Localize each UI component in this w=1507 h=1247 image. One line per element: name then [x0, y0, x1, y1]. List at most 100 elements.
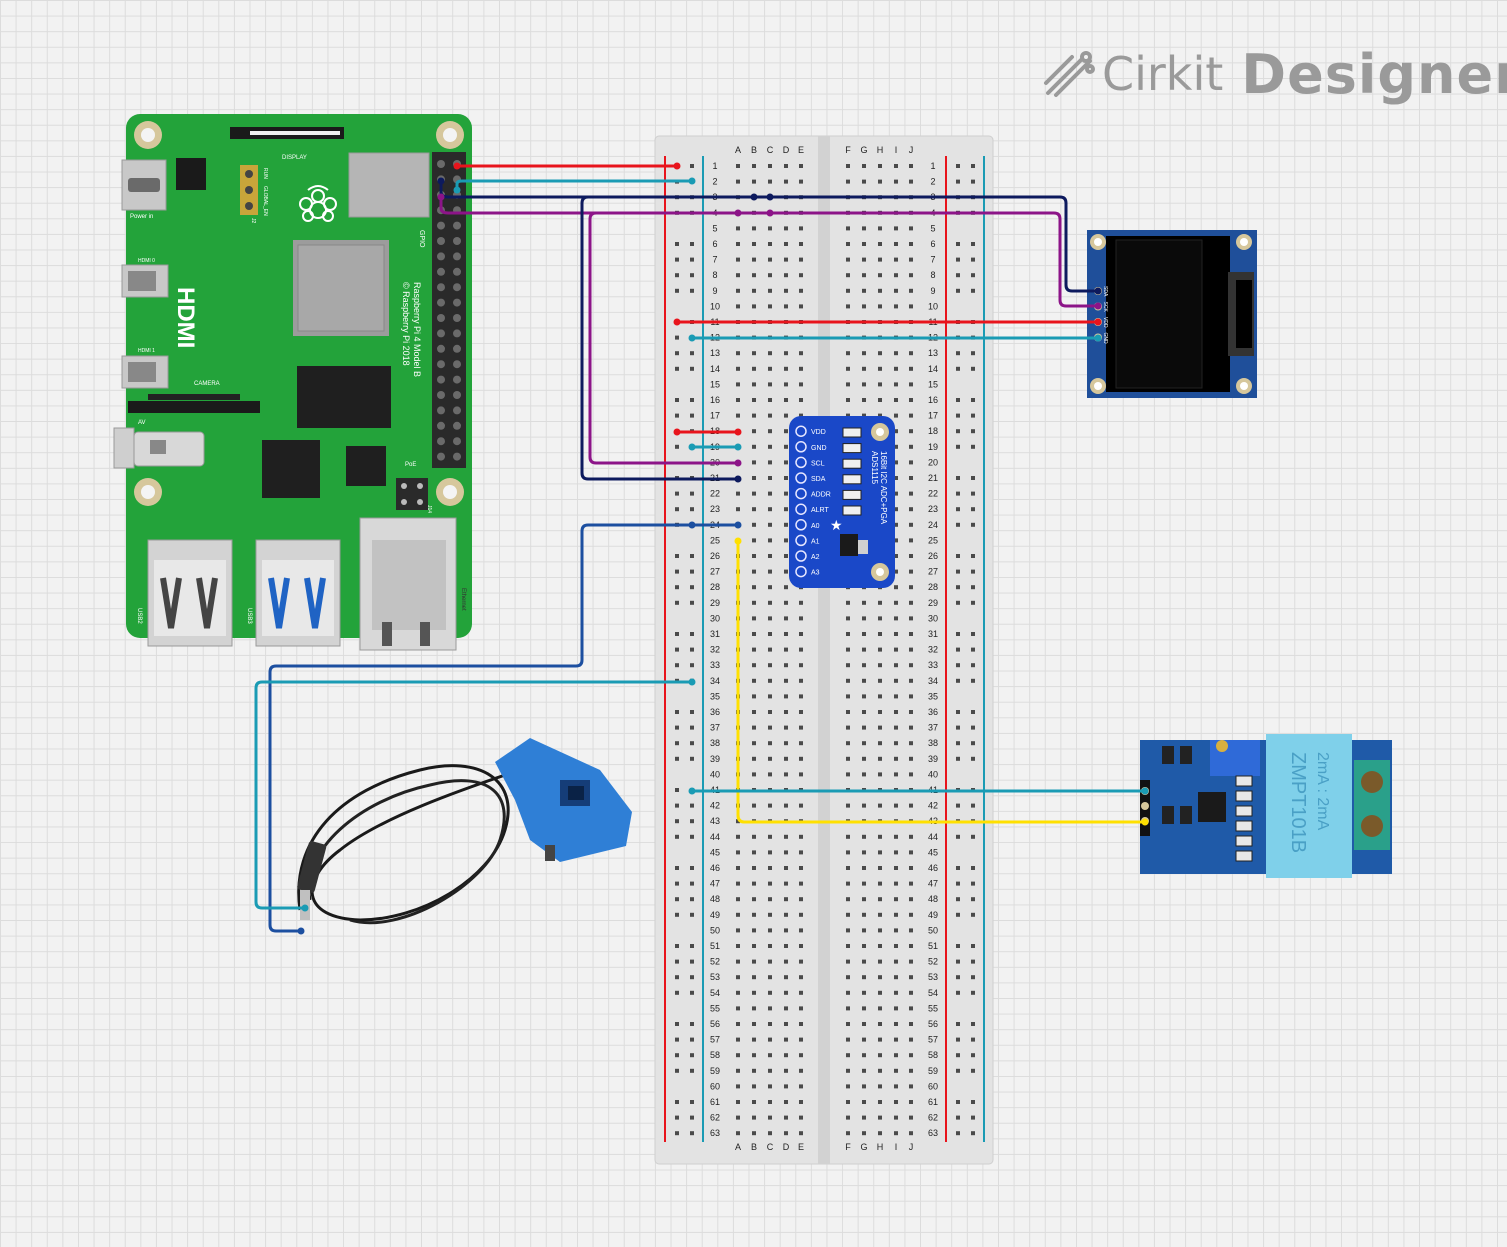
- rail-hole[interactable]: [675, 1068, 679, 1073]
- breadboard-hole[interactable]: [878, 1100, 882, 1104]
- rail-hole[interactable]: [690, 710, 694, 714]
- breadboard-hole[interactable]: [736, 990, 740, 995]
- rail-hole[interactable]: [675, 257, 679, 262]
- rail-hole[interactable]: [971, 351, 975, 356]
- breadboard-hole[interactable]: [736, 1084, 740, 1089]
- breadboard-hole[interactable]: [909, 1037, 913, 1042]
- rail-hole[interactable]: [690, 725, 694, 730]
- rail-hole[interactable]: [690, 647, 694, 652]
- breadboard-hole[interactable]: [862, 398, 866, 402]
- current-sensor-clamp[interactable]: [297, 738, 632, 925]
- breadboard-hole[interactable]: [846, 288, 850, 293]
- breadboard-hole[interactable]: [862, 990, 866, 995]
- breadboard-hole[interactable]: [878, 959, 882, 964]
- breadboard-hole[interactable]: [862, 772, 866, 777]
- rail-hole[interactable]: [675, 788, 679, 792]
- rail-hole[interactable]: [690, 1022, 694, 1026]
- rail-hole[interactable]: [956, 912, 960, 917]
- breadboard-hole[interactable]: [862, 866, 866, 870]
- breadboard-hole[interactable]: [894, 242, 898, 246]
- breadboard-hole[interactable]: [736, 959, 740, 964]
- wire[interactable]: [455, 179, 694, 192]
- wire-endpoint[interactable]: [453, 186, 461, 194]
- rail-hole[interactable]: [690, 881, 694, 886]
- gpio-header[interactable]: [437, 160, 461, 461]
- breadboard-hole[interactable]: [894, 850, 898, 855]
- wire-endpoint[interactable]: [297, 927, 305, 935]
- rail-hole[interactable]: [971, 398, 975, 402]
- breadboard-hole[interactable]: [768, 398, 772, 402]
- breadboard-hole[interactable]: [784, 304, 788, 309]
- rail-hole[interactable]: [690, 366, 694, 371]
- rail-hole[interactable]: [971, 647, 975, 652]
- breadboard-hole[interactable]: [784, 632, 788, 636]
- breadboard-hole[interactable]: [846, 1068, 850, 1073]
- breadboard-hole[interactable]: [736, 366, 740, 371]
- wire-endpoint[interactable]: [437, 177, 445, 185]
- rail-hole[interactable]: [956, 1022, 960, 1026]
- breadboard-hole[interactable]: [768, 881, 772, 886]
- breadboard-hole[interactable]: [784, 959, 788, 964]
- breadboard-hole[interactable]: [799, 632, 803, 636]
- breadboard-hole[interactable]: [799, 678, 803, 683]
- breadboard-hole[interactable]: [909, 413, 913, 418]
- rail-hole[interactable]: [956, 944, 960, 948]
- breadboard-hole[interactable]: [862, 273, 866, 278]
- breadboard-hole[interactable]: [878, 944, 882, 948]
- breadboard-hole[interactable]: [768, 538, 772, 543]
- breadboard-hole[interactable]: [799, 382, 803, 387]
- breadboard-hole[interactable]: [862, 912, 866, 917]
- breadboard-hole[interactable]: [736, 819, 740, 824]
- breadboard-hole[interactable]: [846, 366, 850, 371]
- rail-hole[interactable]: [690, 632, 694, 636]
- breadboard-hole[interactable]: [784, 554, 788, 558]
- rail-hole[interactable]: [971, 756, 975, 761]
- ads-pin[interactable]: [795, 472, 807, 484]
- breadboard-hole[interactable]: [799, 866, 803, 870]
- breadboard-hole[interactable]: [752, 507, 756, 512]
- breadboard-hole[interactable]: [752, 226, 756, 231]
- breadboard-hole[interactable]: [878, 1037, 882, 1042]
- breadboard-hole[interactable]: [846, 897, 850, 902]
- gpio-pin[interactable]: [437, 267, 445, 276]
- rail-hole[interactable]: [971, 1022, 975, 1026]
- breadboard-hole[interactable]: [909, 647, 913, 652]
- breadboard-hole[interactable]: [846, 600, 850, 605]
- breadboard-hole[interactable]: [752, 179, 756, 184]
- rail-hole[interactable]: [956, 866, 960, 870]
- breadboard-hole[interactable]: [862, 288, 866, 293]
- breadboard-hole[interactable]: [862, 304, 866, 309]
- rail-hole[interactable]: [675, 990, 679, 995]
- breadboard-hole[interactable]: [894, 569, 898, 574]
- breadboard-hole[interactable]: [784, 569, 788, 574]
- ads-pin[interactable]: [795, 503, 807, 515]
- breadboard-hole[interactable]: [784, 741, 788, 746]
- breadboard-hole[interactable]: [862, 1100, 866, 1104]
- wire-endpoint[interactable]: [734, 443, 742, 451]
- rail-hole[interactable]: [690, 1115, 694, 1120]
- rail-hole[interactable]: [675, 1100, 679, 1104]
- rail-hole[interactable]: [690, 1100, 694, 1104]
- gpio-pin[interactable]: [437, 160, 445, 168]
- breadboard-hole[interactable]: [878, 1084, 882, 1089]
- breadboard-hole[interactable]: [768, 975, 772, 980]
- breadboard-hole[interactable]: [736, 491, 740, 496]
- breadboard-hole[interactable]: [862, 1037, 866, 1042]
- breadboard-hole[interactable]: [894, 444, 898, 449]
- breadboard-hole[interactable]: [784, 647, 788, 652]
- breadboard-hole[interactable]: [799, 881, 803, 886]
- breadboard-hole[interactable]: [846, 226, 850, 231]
- breadboard-hole[interactable]: [862, 647, 866, 652]
- breadboard-hole[interactable]: [878, 990, 882, 995]
- breadboard-hole[interactable]: [736, 1068, 740, 1073]
- breadboard-hole[interactable]: [909, 928, 913, 933]
- breadboard-hole[interactable]: [894, 1115, 898, 1120]
- breadboard-hole[interactable]: [862, 1006, 866, 1011]
- rail-hole[interactable]: [956, 803, 960, 808]
- breadboard-hole[interactable]: [768, 741, 772, 746]
- breadboard-hole[interactable]: [736, 304, 740, 309]
- rail-hole[interactable]: [971, 803, 975, 808]
- breadboard-hole[interactable]: [752, 1084, 756, 1089]
- breadboard-hole[interactable]: [768, 164, 772, 168]
